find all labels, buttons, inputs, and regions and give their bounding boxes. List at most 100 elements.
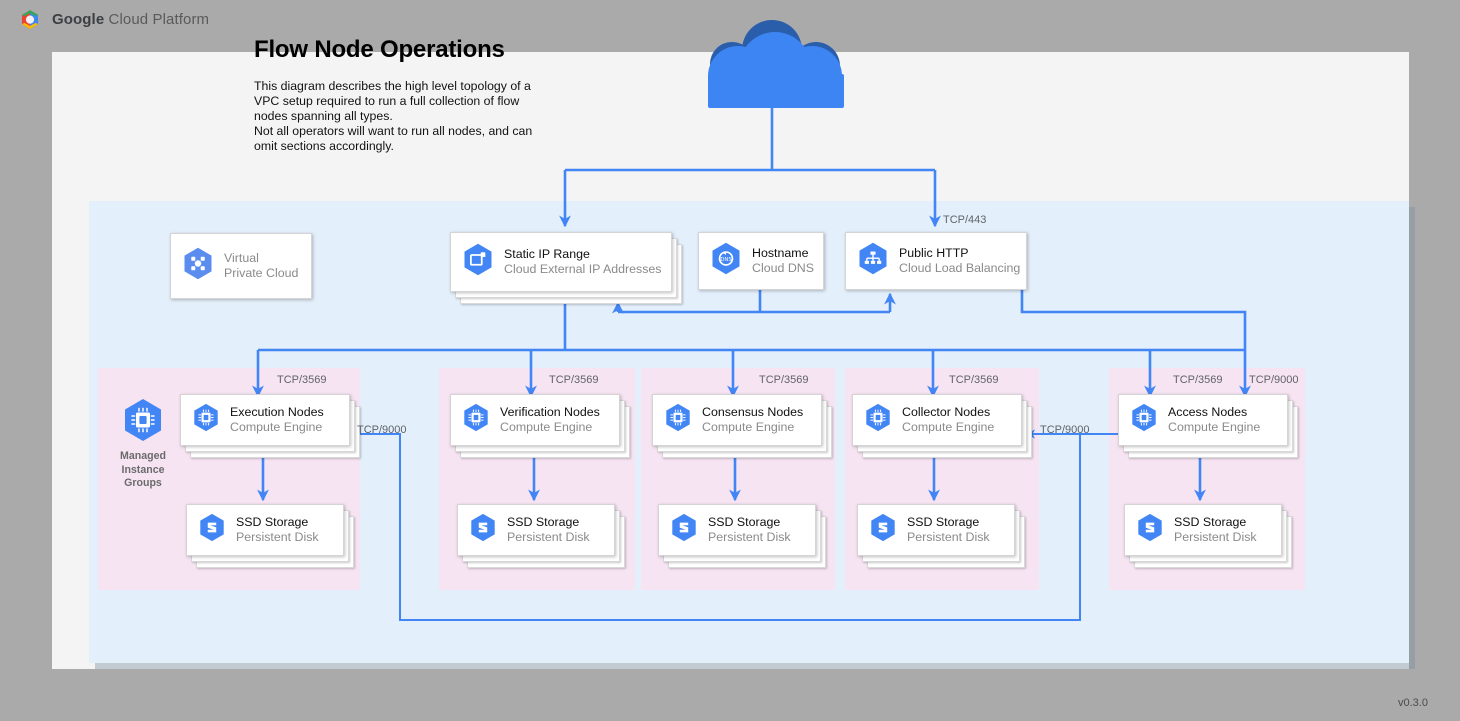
persistent-disk-icon <box>1137 513 1163 547</box>
managed-instance-groups-label: Managed Instance Groups <box>112 450 174 491</box>
card-subtitle: Persistent Disk <box>708 530 791 544</box>
card-face[interactable]: Execution Nodes Compute Engine <box>180 394 350 446</box>
card-text: Collector Nodes Compute Engine <box>902 405 1021 434</box>
card-text: SSD Storage Persistent Disk <box>507 515 614 544</box>
virtual-private-cloud-icon <box>183 247 213 285</box>
card-face[interactable]: Public HTTP Cloud Load Balancing <box>845 232 1027 290</box>
card-title: Public HTTP <box>899 246 969 261</box>
persistent-disk-icon <box>870 513 896 547</box>
mig-label-line-2: Instance <box>121 463 165 476</box>
card-title: Collector Nodes <box>902 405 991 420</box>
card-subtitle: Cloud Load Balancing <box>899 261 1021 275</box>
google-cloud-hexagon-logo-icon <box>18 8 42 32</box>
card-title: SSD Storage <box>236 515 309 530</box>
persistent-disk-icon <box>671 513 697 547</box>
gcp-brand-rest: Cloud Platform <box>104 11 210 28</box>
card-subtitle: Persistent Disk <box>907 530 990 544</box>
page-title: Flow Node Operations <box>254 36 505 63</box>
card-ssd-storage-execution[interactable]: SSD Storage Persistent Disk <box>186 504 354 568</box>
gcp-header-bar: Google Cloud Platform <box>0 0 1460 40</box>
card-ssd-storage-collector[interactable]: SSD Storage Persistent Disk <box>857 504 1025 568</box>
port-label-consensus-inbound: TCP/3569 <box>759 374 809 386</box>
compute-engine-icon <box>865 403 891 437</box>
card-ssd-storage-access[interactable]: SSD Storage Persistent Disk <box>1124 504 1292 568</box>
card-text: Access Nodes Compute Engine <box>1168 405 1287 434</box>
desc-line-4: Not all operators will want to run all n… <box>254 124 533 139</box>
card-text: SSD Storage Persistent Disk <box>236 515 343 544</box>
card-face[interactable]: SSD Storage Persistent Disk <box>457 504 615 556</box>
card-text: Execution Nodes Compute Engine <box>230 405 349 434</box>
card-text: Verification Nodes Compute Engine <box>500 405 619 434</box>
card-face[interactable]: SSD Storage Persistent Disk <box>658 504 816 556</box>
port-label-internet-to-lb: TCP/443 <box>943 214 987 226</box>
card-text: Hostname Cloud DNS <box>752 246 823 275</box>
compute-engine-icon <box>1131 403 1157 437</box>
card-face[interactable]: Virtual Private Cloud <box>170 233 312 299</box>
card-execution-nodes[interactable]: Execution Nodes Compute Engine <box>180 394 360 458</box>
card-subtitle: Compute Engine <box>1168 420 1261 434</box>
card-title: SSD Storage <box>708 515 781 530</box>
card-text: Static IP Range Cloud External IP Addres… <box>504 247 671 276</box>
card-ssd-storage-consensus[interactable]: SSD Storage Persistent Disk <box>658 504 826 568</box>
card-title: Consensus Nodes <box>702 405 804 420</box>
card-subtitle: Persistent Disk <box>507 530 590 544</box>
card-face[interactable]: SSD Storage Persistent Disk <box>186 504 344 556</box>
compute-engine-icon <box>193 403 219 437</box>
card-ssd-storage-verification[interactable]: SSD Storage Persistent Disk <box>457 504 625 568</box>
card-title: Virtual <box>224 251 259 266</box>
svg-text:DNS: DNS <box>720 257 732 263</box>
card-face[interactable]: SSD Storage Persistent Disk <box>857 504 1015 556</box>
card-title: SSD Storage <box>1174 515 1247 530</box>
persistent-disk-icon <box>470 513 496 547</box>
cloud-dns-icon: DNS <box>711 242 741 280</box>
desc-line-5: omit sections accordingly. <box>254 139 394 154</box>
card-subtitle: Persistent Disk <box>236 530 319 544</box>
managed-instance-groups: Managed Instance Groups <box>112 398 174 491</box>
port-label-execution-inbound: TCP/3569 <box>277 374 327 386</box>
card-collector-nodes[interactable]: Collector Nodes Compute Engine <box>852 394 1032 458</box>
card-consensus-nodes[interactable]: Consensus Nodes Compute Engine <box>652 394 832 458</box>
card-hostname[interactable]: DNS Hostname Cloud DNS <box>698 232 824 290</box>
card-text: SSD Storage Persistent Disk <box>708 515 815 544</box>
port-label-access-inbound: TCP/3569 <box>1173 374 1223 386</box>
card-subtitle: Compute Engine <box>702 420 795 434</box>
card-title: Static IP Range <box>504 247 590 262</box>
card-text: Virtual Private Cloud <box>224 251 311 280</box>
cloud-load-balancing-icon <box>858 242 888 280</box>
card-face[interactable]: Consensus Nodes Compute Engine <box>652 394 822 446</box>
gcp-brand-bold: Google <box>52 11 105 28</box>
card-text: Public HTTP Cloud Load Balancing <box>899 246 1026 275</box>
card-static-ip-range[interactable]: Static IP Range Cloud External IP Addres… <box>450 232 682 304</box>
card-face[interactable]: DNS Hostname Cloud DNS <box>698 232 824 290</box>
page-description: This diagram describes the high level to… <box>254 79 554 154</box>
port-label-access-inbound-9000: TCP/9000 <box>1249 374 1299 386</box>
mig-label-line-1: Managed <box>120 450 166 462</box>
card-face[interactable]: SSD Storage Persistent Disk <box>1124 504 1282 556</box>
desc-line-1: This diagram describes the high level to… <box>254 79 531 93</box>
port-label-access-to-execution: TCP/9000 <box>357 424 407 436</box>
card-title: Execution Nodes <box>230 405 324 420</box>
card-face[interactable]: Static IP Range Cloud External IP Addres… <box>450 232 672 292</box>
card-subtitle: Compute Engine <box>230 420 323 434</box>
card-text: SSD Storage Persistent Disk <box>1174 515 1281 544</box>
card-public-http[interactable]: Public HTTP Cloud Load Balancing <box>845 232 1027 290</box>
cloud-external-ip-addresses-icon <box>463 243 493 281</box>
card-subtitle: Compute Engine <box>902 420 995 434</box>
card-face[interactable]: Verification Nodes Compute Engine <box>450 394 620 446</box>
port-label-verification-inbound: TCP/3569 <box>549 374 599 386</box>
desc-line-2: VPC setup required to run a full collect… <box>254 94 520 109</box>
card-subtitle: Compute Engine <box>500 420 593 434</box>
card-title: SSD Storage <box>907 515 980 530</box>
desc-line-3: nodes spanning all types. <box>254 109 393 124</box>
compute-engine-icon <box>125 399 161 441</box>
gcp-brand-title: Google Cloud Platform <box>52 11 209 28</box>
card-verification-nodes[interactable]: Verification Nodes Compute Engine <box>450 394 630 458</box>
card-face[interactable]: Access Nodes Compute Engine <box>1118 394 1288 446</box>
card-virtual-private-cloud[interactable]: Virtual Private Cloud <box>170 233 312 299</box>
persistent-disk-icon <box>199 513 225 547</box>
card-subtitle: Cloud External IP Addresses <box>504 262 662 276</box>
card-access-nodes[interactable]: Access Nodes Compute Engine <box>1118 394 1298 458</box>
card-face[interactable]: Collector Nodes Compute Engine <box>852 394 1022 446</box>
card-title: Access Nodes <box>1168 405 1248 420</box>
internet-cloud-icon <box>680 18 864 110</box>
